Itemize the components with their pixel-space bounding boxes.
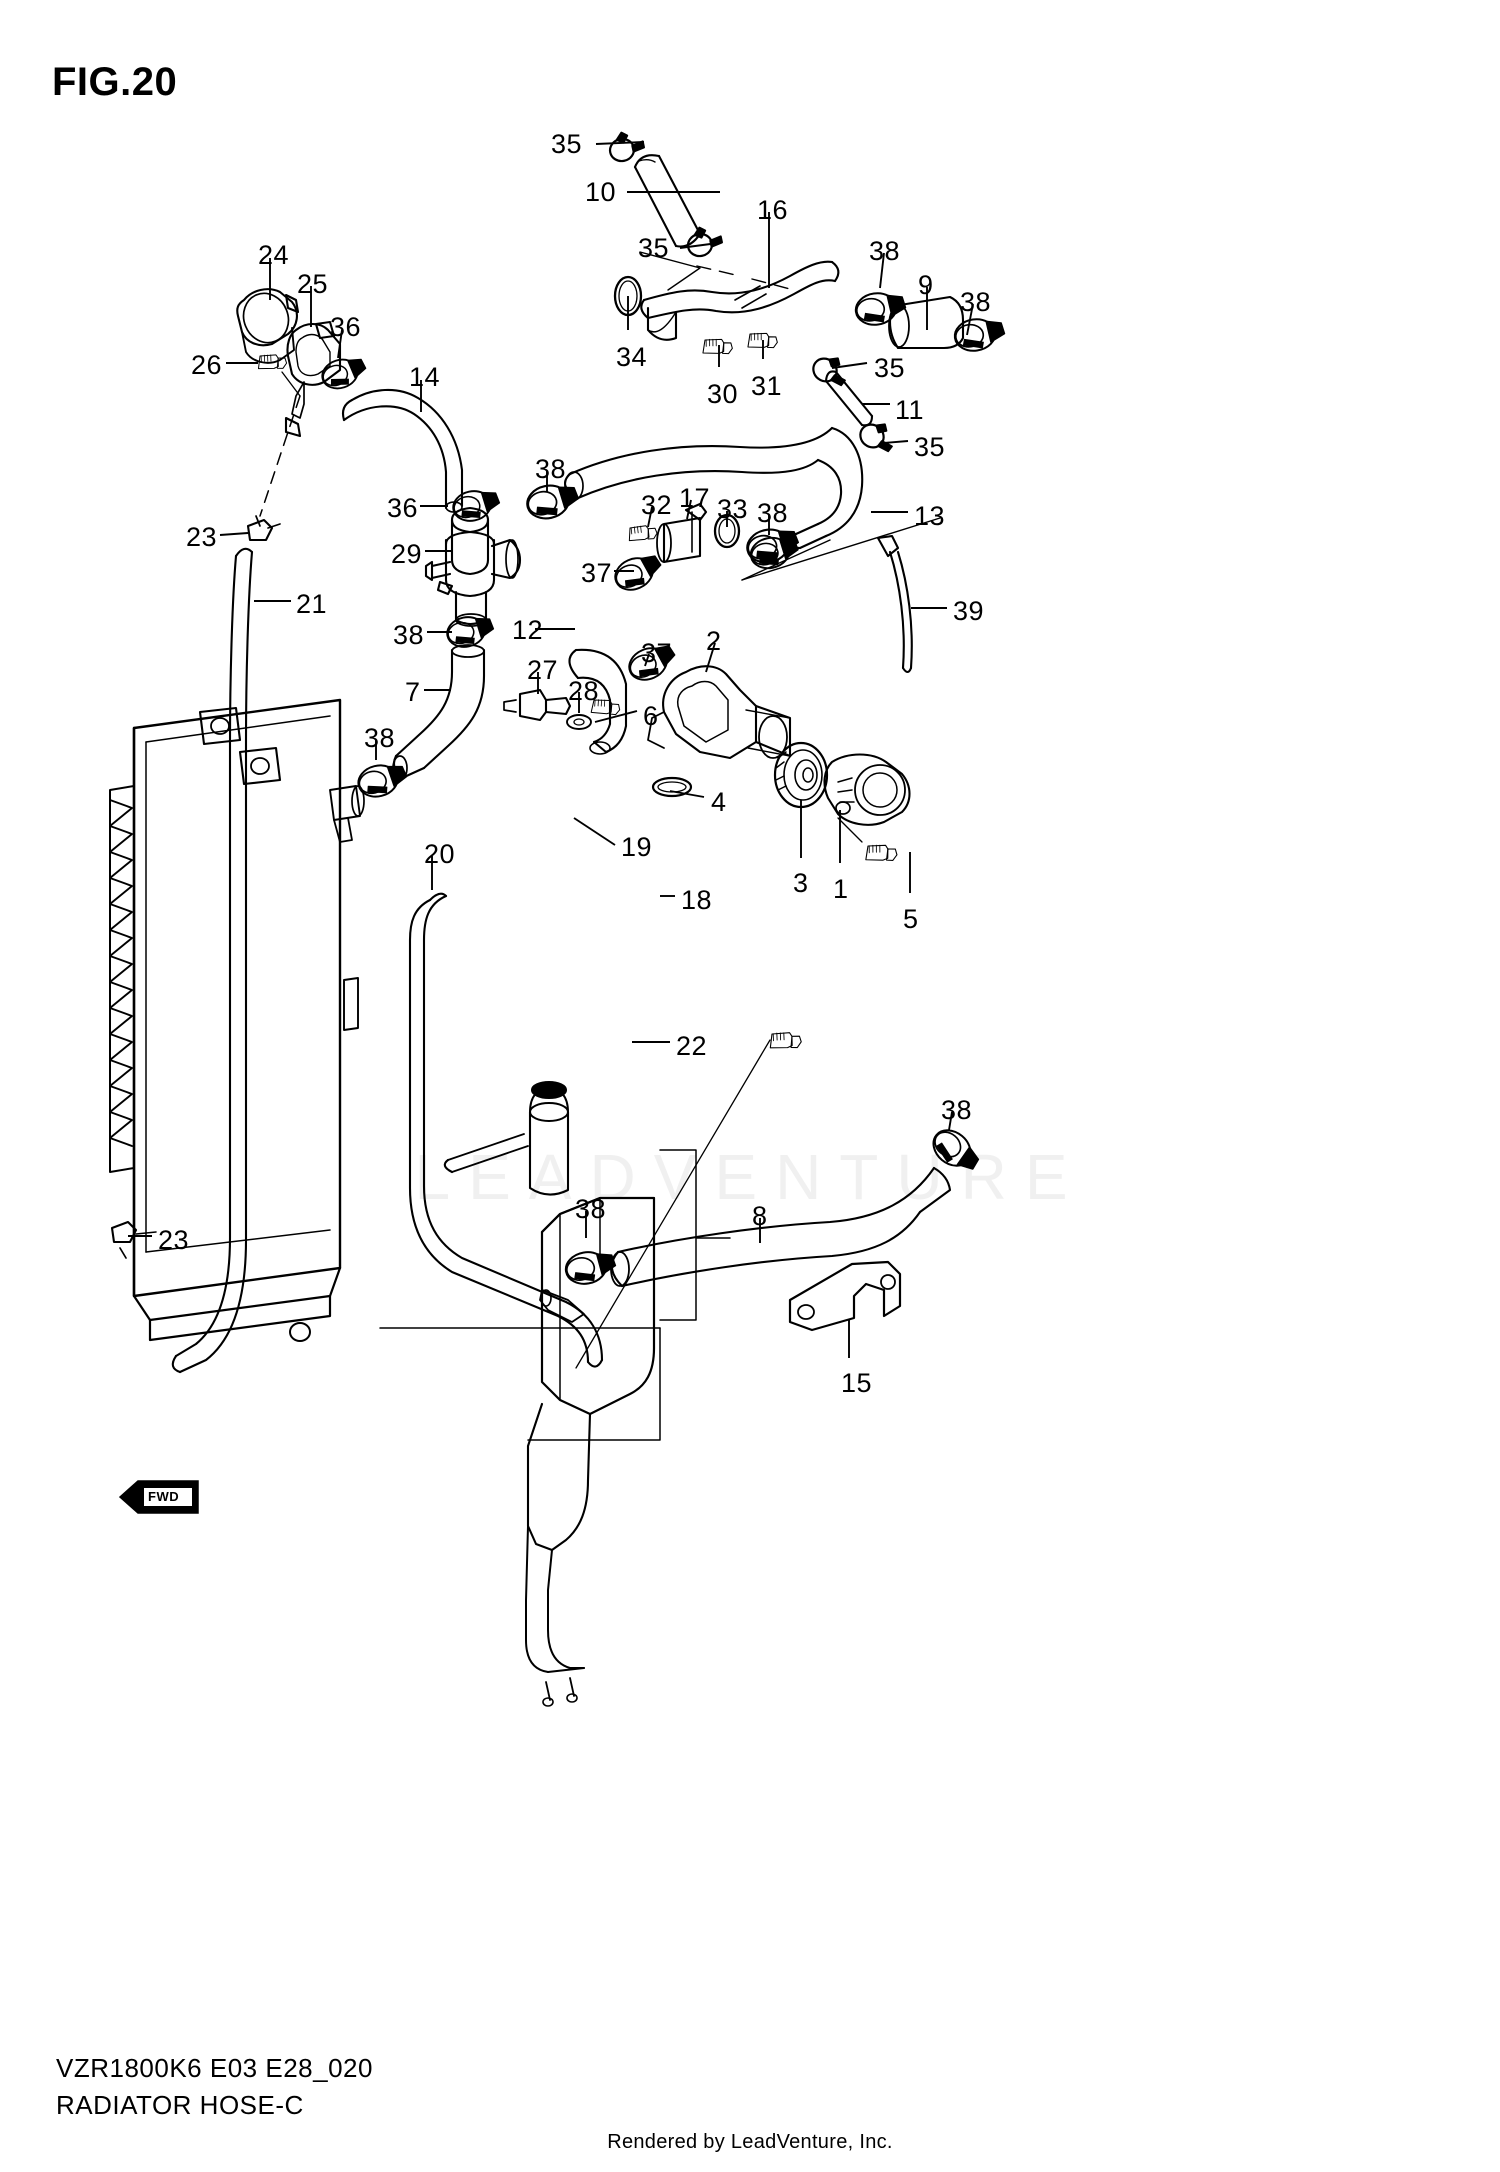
callout-6: 6 <box>643 701 659 731</box>
callout-23: 23 <box>158 1225 190 1255</box>
callout-38: 38 <box>757 498 789 528</box>
callout-9: 9 <box>918 270 934 300</box>
callout-13: 13 <box>914 501 946 531</box>
callout-2: 2 <box>706 626 722 656</box>
callout-38: 38 <box>393 620 425 650</box>
callout-39: 39 <box>953 596 985 626</box>
callout-30: 30 <box>707 379 739 409</box>
callout-33: 33 <box>717 494 749 524</box>
callout-4: 4 <box>711 787 727 817</box>
leader-line-17 <box>686 499 692 520</box>
callout-14: 14 <box>409 362 441 392</box>
callout-5: 5 <box>903 904 919 934</box>
fwd-direction-marker: FWD <box>118 1478 202 1516</box>
callout-1: 1 <box>833 874 849 904</box>
callout-37: 37 <box>581 558 613 588</box>
callout-38: 38 <box>960 287 992 317</box>
leader-line-35 <box>679 242 719 249</box>
leader-line-19 <box>573 817 616 846</box>
callout-21: 21 <box>296 589 328 619</box>
callout-35: 35 <box>914 432 946 462</box>
callout-32: 32 <box>641 490 673 520</box>
callout-11: 11 <box>895 395 925 425</box>
callout-23: 23 <box>186 522 218 552</box>
callout-35: 35 <box>874 353 906 383</box>
callout-27: 27 <box>527 655 559 685</box>
callout-34: 34 <box>616 342 648 372</box>
callout-25: 25 <box>297 269 329 299</box>
leader-line-32 <box>647 506 653 528</box>
callout-19: 19 <box>621 832 653 862</box>
leader-line-35 <box>595 141 645 145</box>
leader-line-38 <box>879 252 885 289</box>
leader-line-6 <box>594 710 638 723</box>
leader-line-38 <box>948 1111 953 1131</box>
leader-line-37 <box>644 653 650 667</box>
render-credit: Rendered by LeadVenture, Inc. <box>607 2131 893 2153</box>
callout-38: 38 <box>364 723 396 753</box>
callout-22: 22 <box>676 1031 708 1061</box>
leader-line-35 <box>831 362 868 369</box>
callout-leader-lines <box>128 141 974 1358</box>
callout-16: 16 <box>757 195 789 225</box>
leader-line-36 <box>337 329 343 359</box>
callout-38: 38 <box>869 236 901 266</box>
figure-footer: VZR1800K6 E03 E28_020 RADIATOR HOSE-C <box>56 2050 373 2124</box>
callout-38: 38 <box>941 1095 973 1125</box>
leader-line-35 <box>883 440 909 444</box>
figure-title: FIG.20 <box>52 60 178 104</box>
callout-28: 28 <box>568 676 600 706</box>
callout-17: 17 <box>679 483 711 513</box>
leader-line-23 <box>219 532 249 536</box>
callout-10: 10 <box>585 177 617 207</box>
leader-line-4 <box>669 790 705 798</box>
callout-35: 35 <box>551 129 583 159</box>
callout-35: 35 <box>638 233 670 263</box>
callout-38: 38 <box>535 454 567 484</box>
model-code: VZR1800K6 E03 E28_020 <box>56 2053 373 2083</box>
fwd-label: FWD <box>148 1489 180 1504</box>
callout-26: 26 <box>191 350 223 380</box>
callout-36: 36 <box>330 312 362 342</box>
callout-12: 12 <box>512 615 544 645</box>
callout-31: 31 <box>751 371 783 401</box>
callout-15: 15 <box>841 1368 873 1398</box>
callout-7: 7 <box>405 677 421 707</box>
callout-24: 24 <box>258 240 290 270</box>
callout-37: 37 <box>641 638 673 668</box>
leader-line-38 <box>966 303 974 336</box>
section-name: RADIATOR HOSE-C <box>56 2089 304 2120</box>
callout-3: 3 <box>793 868 809 898</box>
callout-38: 38 <box>575 1194 607 1224</box>
callout-29: 29 <box>391 539 423 569</box>
callout-36: 36 <box>387 493 419 523</box>
leader-line-2 <box>705 642 716 673</box>
callout-18: 18 <box>681 885 713 915</box>
callout-20: 20 <box>424 839 456 869</box>
callout-8: 8 <box>752 1201 768 1231</box>
